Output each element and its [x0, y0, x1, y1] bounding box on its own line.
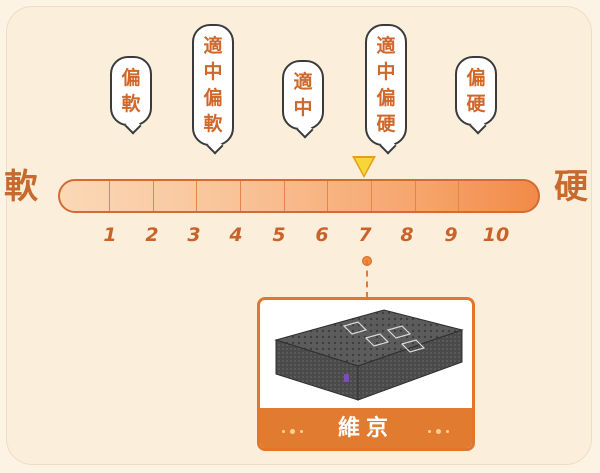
product-card: 維京 [257, 297, 475, 451]
bubble-medium-soft: 適 中 偏 軟 [192, 24, 234, 146]
decor-dot [436, 429, 441, 434]
bubble-medium-char: 中 [293, 97, 313, 119]
bubble-soft: 偏 軟 [110, 56, 152, 126]
bubble-medium-firm-char: 偏 [376, 87, 396, 109]
tick-label: 1 [103, 224, 117, 246]
leader-line [366, 260, 368, 298]
tick-label: 5 [272, 224, 286, 246]
bubble-medium-firm-char: 硬 [376, 113, 396, 135]
bubble-medium-firm-char: 中 [376, 61, 396, 83]
scale-segment [197, 181, 241, 211]
bubble-firm: 偏 硬 [455, 56, 497, 126]
bubble-firm-char: 硬 [466, 93, 486, 115]
decor-dot [282, 430, 285, 433]
decor-dot [290, 429, 295, 434]
decor-dot [446, 430, 449, 433]
scale-segment [154, 181, 198, 211]
bubble-medium-soft-char: 中 [203, 61, 223, 83]
bubble-medium: 適 中 [282, 60, 324, 130]
tick-label: 3 [187, 224, 201, 246]
soft-end-label: 軟 [4, 167, 38, 207]
bubble-medium-soft-char: 適 [203, 35, 223, 57]
tick-label: 2 [145, 224, 159, 246]
bubble-medium-char: 適 [293, 71, 313, 93]
tick-label: 7 [358, 224, 372, 246]
tick-label: 8 [400, 224, 414, 246]
decor-dot [300, 430, 303, 433]
tick-label: 9 [444, 224, 458, 246]
scale-segment [241, 181, 285, 211]
scale-segment [459, 181, 538, 211]
scale-segment [60, 181, 111, 211]
bubble-medium-soft-char: 軟 [203, 113, 223, 135]
bubble-firm-char: 偏 [466, 67, 486, 89]
scale-segment [328, 181, 372, 211]
product-name: 維京 [337, 416, 394, 441]
firmness-scale-bar [58, 179, 540, 213]
decor-dot [428, 430, 431, 433]
firm-end-label: 硬 [554, 167, 588, 207]
bubble-soft-char: 軟 [121, 93, 141, 115]
tick-label: 10 [482, 224, 510, 246]
bubble-soft-char: 偏 [121, 67, 141, 89]
scale-segment [372, 181, 416, 211]
mattress-image [274, 309, 464, 401]
bubble-medium-firm: 適 中 偏 硬 [365, 24, 407, 146]
scale-segment [285, 181, 329, 211]
bubble-medium-soft-char: 偏 [203, 87, 223, 109]
scale-segment [110, 181, 154, 211]
tick-label: 6 [315, 224, 329, 246]
tick-label: 4 [229, 224, 243, 246]
firmness-marker-fill [355, 158, 373, 175]
scale-segment [416, 181, 460, 211]
name-plate [322, 410, 412, 448]
bubble-medium-firm-char: 適 [376, 35, 396, 57]
